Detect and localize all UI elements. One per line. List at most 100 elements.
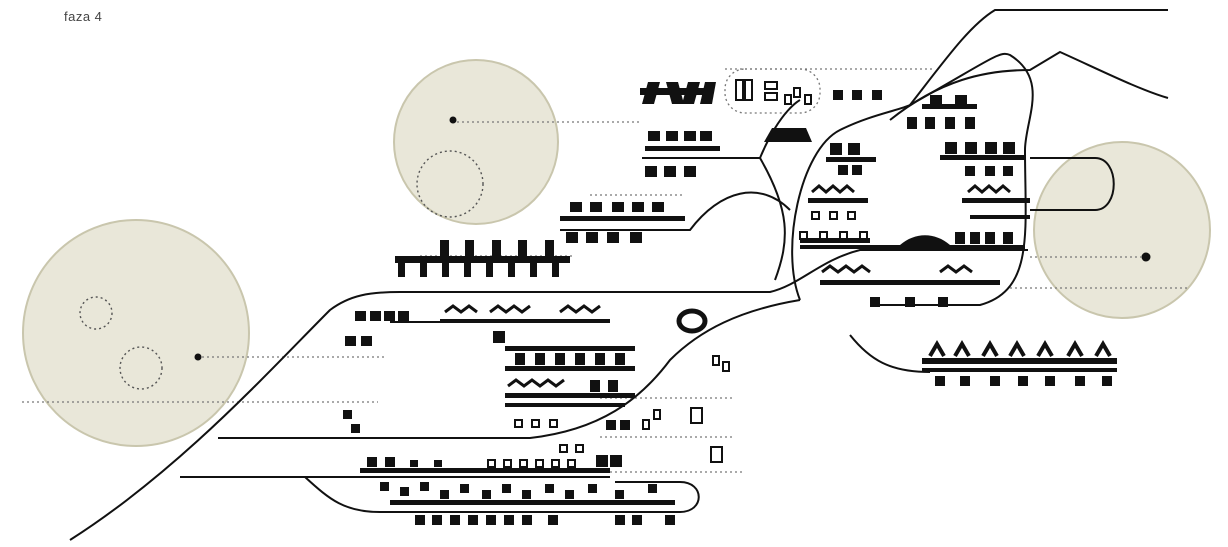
building-block — [615, 353, 625, 365]
building-block — [684, 131, 696, 141]
building-block — [830, 212, 837, 219]
building-block — [812, 186, 854, 192]
building-block — [370, 311, 381, 321]
building-block — [1003, 232, 1013, 244]
center-dot — [195, 354, 202, 361]
building-block — [442, 263, 449, 277]
building-block — [610, 455, 622, 467]
road-upper-v — [760, 158, 785, 280]
building-block — [434, 460, 442, 467]
building-block — [588, 484, 597, 493]
building-block — [860, 232, 867, 239]
building-block — [945, 142, 957, 154]
building-block — [645, 146, 720, 151]
building-block — [870, 297, 880, 307]
building-block — [1003, 142, 1015, 154]
building-block — [905, 297, 915, 307]
building-block — [566, 232, 578, 243]
building-block — [595, 353, 605, 365]
building-block — [800, 232, 807, 239]
building-block — [632, 202, 644, 212]
building-block — [872, 90, 882, 100]
building-block — [805, 95, 811, 104]
building-block — [985, 232, 995, 244]
building-block — [711, 447, 722, 462]
building-block — [666, 131, 678, 141]
building-block — [606, 420, 616, 430]
building-block — [691, 408, 702, 423]
building-block — [493, 331, 505, 343]
building-block — [645, 166, 657, 177]
building-block — [395, 256, 570, 263]
arch-buildings — [930, 344, 1110, 356]
building-block — [367, 457, 377, 467]
building-block — [925, 117, 935, 129]
building-block — [450, 515, 460, 525]
building-block — [1038, 344, 1052, 356]
building-block — [922, 104, 977, 109]
center-dot — [1142, 253, 1151, 262]
building-block — [968, 186, 1010, 192]
building-block — [545, 240, 554, 256]
road-bottom-loop — [305, 477, 699, 512]
building-block — [552, 263, 559, 277]
building-block — [938, 297, 948, 307]
building-block — [460, 484, 469, 493]
building-block — [398, 263, 405, 277]
building-block — [808, 198, 868, 203]
building-block — [826, 157, 876, 162]
building-block — [505, 366, 635, 371]
building-block — [535, 353, 545, 365]
road-right-branch — [850, 335, 930, 372]
building-block — [765, 93, 777, 100]
circle-zone-right — [1034, 142, 1210, 318]
building-block — [505, 403, 625, 407]
building-block — [935, 376, 945, 386]
building-block — [343, 410, 352, 419]
building-block — [983, 344, 997, 356]
building-block — [570, 202, 582, 212]
building-block — [504, 460, 511, 467]
building-block — [492, 240, 501, 256]
building-block — [522, 490, 531, 499]
building-block — [488, 460, 495, 467]
building-block — [684, 166, 696, 177]
circle-zone-left — [23, 220, 249, 446]
road-top-right — [890, 52, 1168, 120]
building-block — [410, 460, 418, 467]
building-block — [590, 202, 602, 212]
road-top-sweep — [910, 10, 1168, 105]
building-block — [596, 455, 608, 467]
building-block — [930, 344, 944, 356]
building-block — [420, 263, 427, 277]
building-block — [907, 117, 917, 129]
building-block — [608, 380, 618, 392]
building-block — [648, 484, 657, 493]
building-block — [940, 155, 1025, 160]
building-block — [560, 216, 685, 221]
building-block — [852, 90, 862, 100]
building-block — [398, 311, 409, 321]
building-block — [432, 515, 442, 525]
building-block — [900, 235, 950, 245]
building-block — [400, 487, 409, 496]
building-block — [965, 142, 977, 154]
building-block — [555, 353, 565, 365]
center-dot — [450, 117, 457, 124]
building-block — [955, 344, 969, 356]
building-block — [515, 420, 522, 427]
building-block — [530, 263, 537, 277]
building-block — [840, 232, 847, 239]
building-block — [700, 131, 712, 141]
building-block — [745, 80, 752, 100]
building-block — [838, 165, 848, 175]
building-block — [643, 420, 649, 429]
building-block — [940, 266, 972, 272]
building-block — [345, 336, 356, 346]
building-block — [985, 142, 997, 154]
building-block — [565, 490, 574, 499]
building-block — [615, 515, 625, 525]
building-block — [607, 232, 619, 243]
building-block — [965, 117, 975, 129]
building-block — [385, 457, 395, 467]
